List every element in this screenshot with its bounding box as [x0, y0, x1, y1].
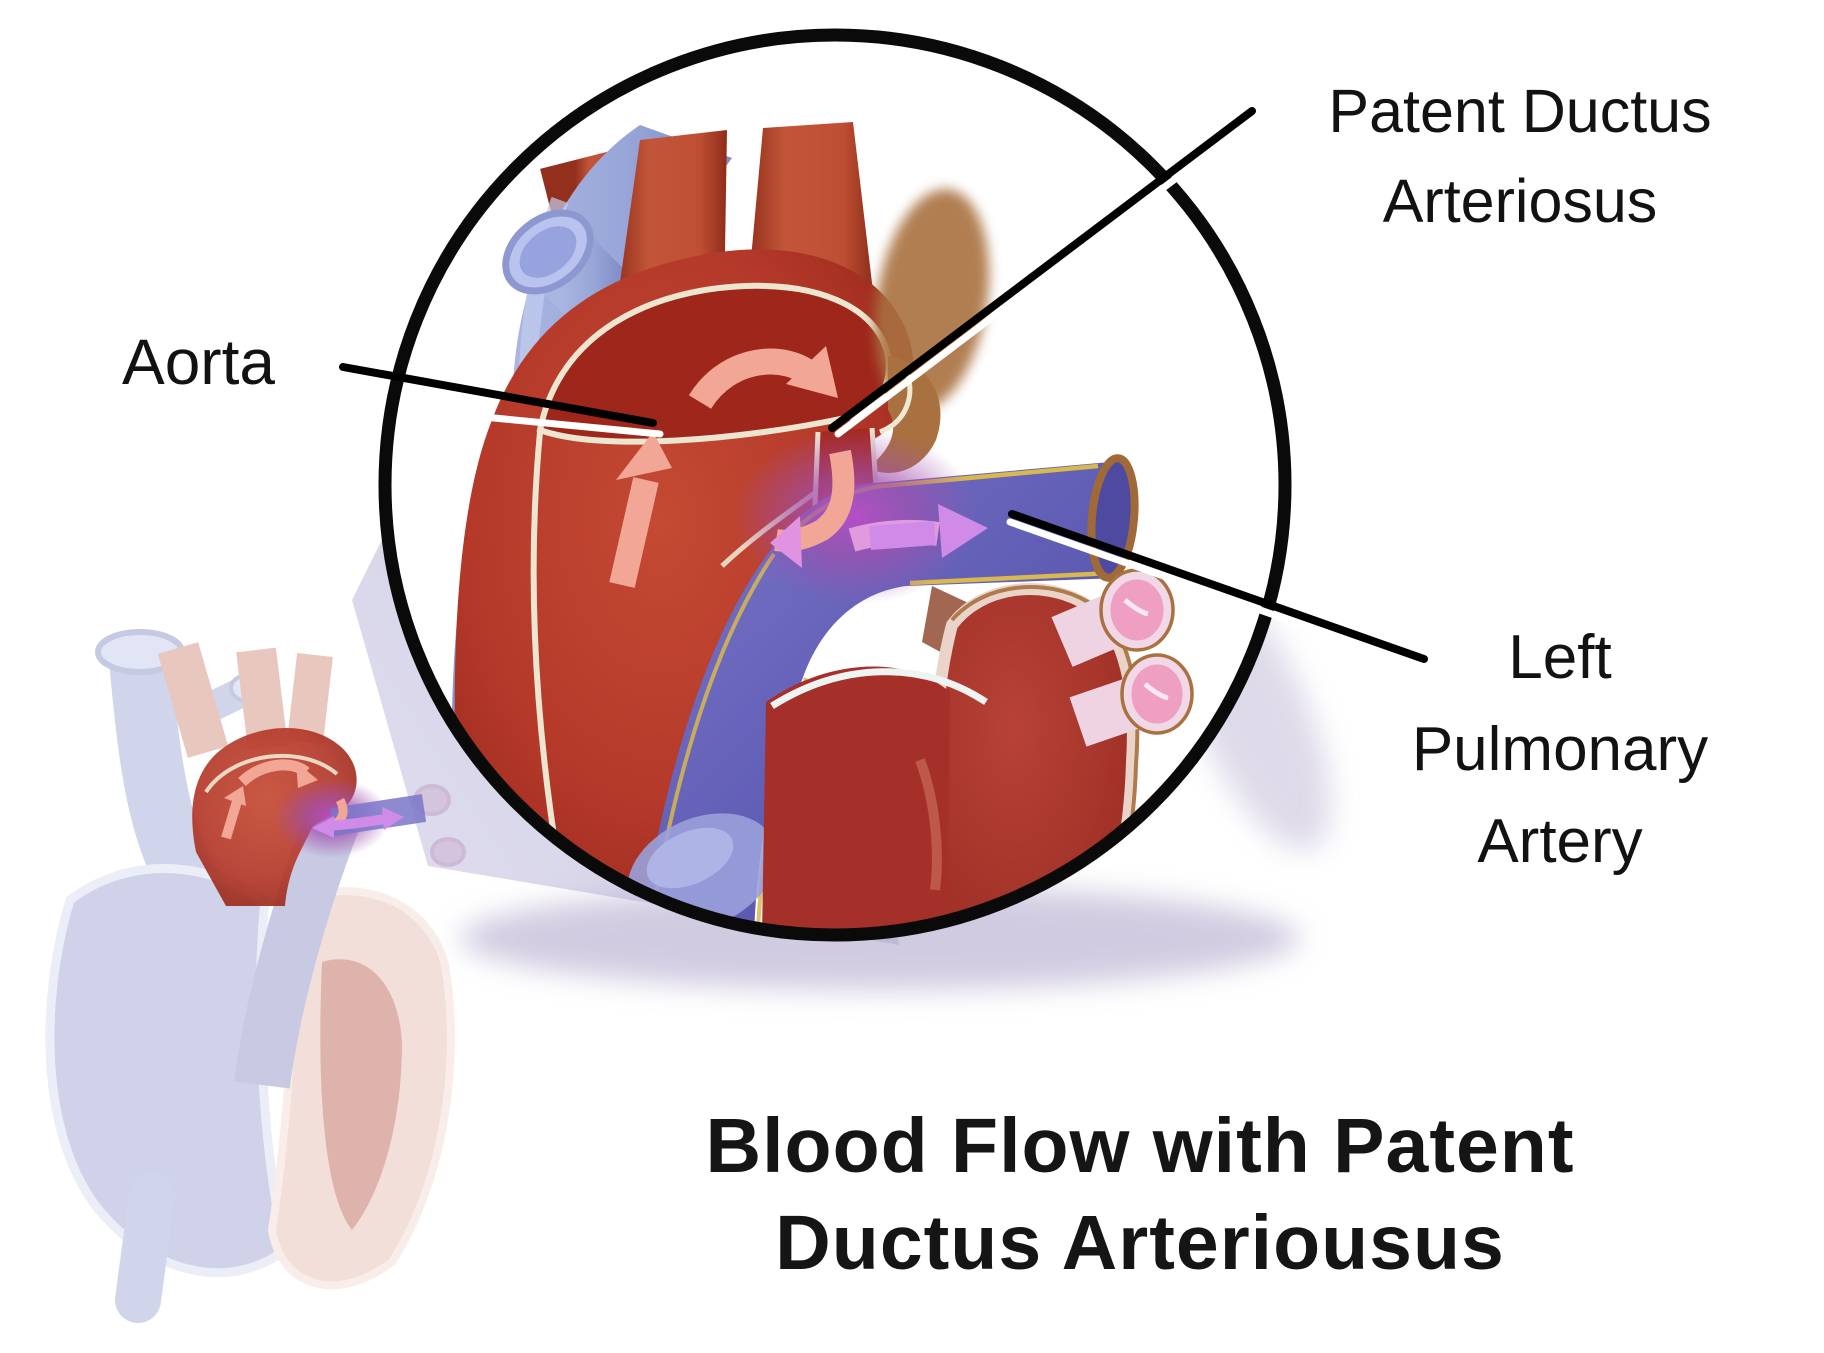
lpa-label-line3: Artery [1477, 806, 1643, 876]
lpa-label-line2: Pulmonary [1411, 714, 1709, 784]
pda-label-line1: Patent Ductus [1328, 77, 1712, 145]
lpa-label-line1: Left [1508, 623, 1612, 692]
pda-label-line2: Arteriosus [1382, 167, 1658, 236]
diagram-title-line1: Blood Flow with Patent [705, 1103, 1575, 1189]
aorta-flow-arrows [609, 346, 838, 588]
diagram-title-line2: Ductus Arteriousus [775, 1200, 1505, 1287]
small-heart-highlight [192, 728, 427, 906]
aorta-label: Aorta [122, 318, 275, 408]
left-pulmonary-artery-label: Left Pulmonary Artery [1290, 612, 1824, 887]
pda-leader-line [828, 107, 1256, 432]
shunt-flow-arrows [770, 449, 988, 568]
magnifier-circle [378, 28, 1292, 942]
aorta-leader-line [339, 363, 657, 427]
leader-lines [339, 107, 1428, 671]
diagram-title: Blood Flow with Patent Ductus Arteriousu… [530, 1098, 1750, 1292]
aorta-label-text: Aorta [122, 326, 275, 398]
patent-ductus-arteriosus-label: Patent Ductus Arteriosus [1180, 66, 1824, 247]
aorta-leader-shadow [428, 408, 664, 438]
lpa-leader-shadow [1006, 518, 1426, 671]
pda-leader-shadow [834, 113, 1261, 438]
magnified-heart-view [391, 41, 1279, 929]
lpa-leader-line [1008, 510, 1428, 663]
